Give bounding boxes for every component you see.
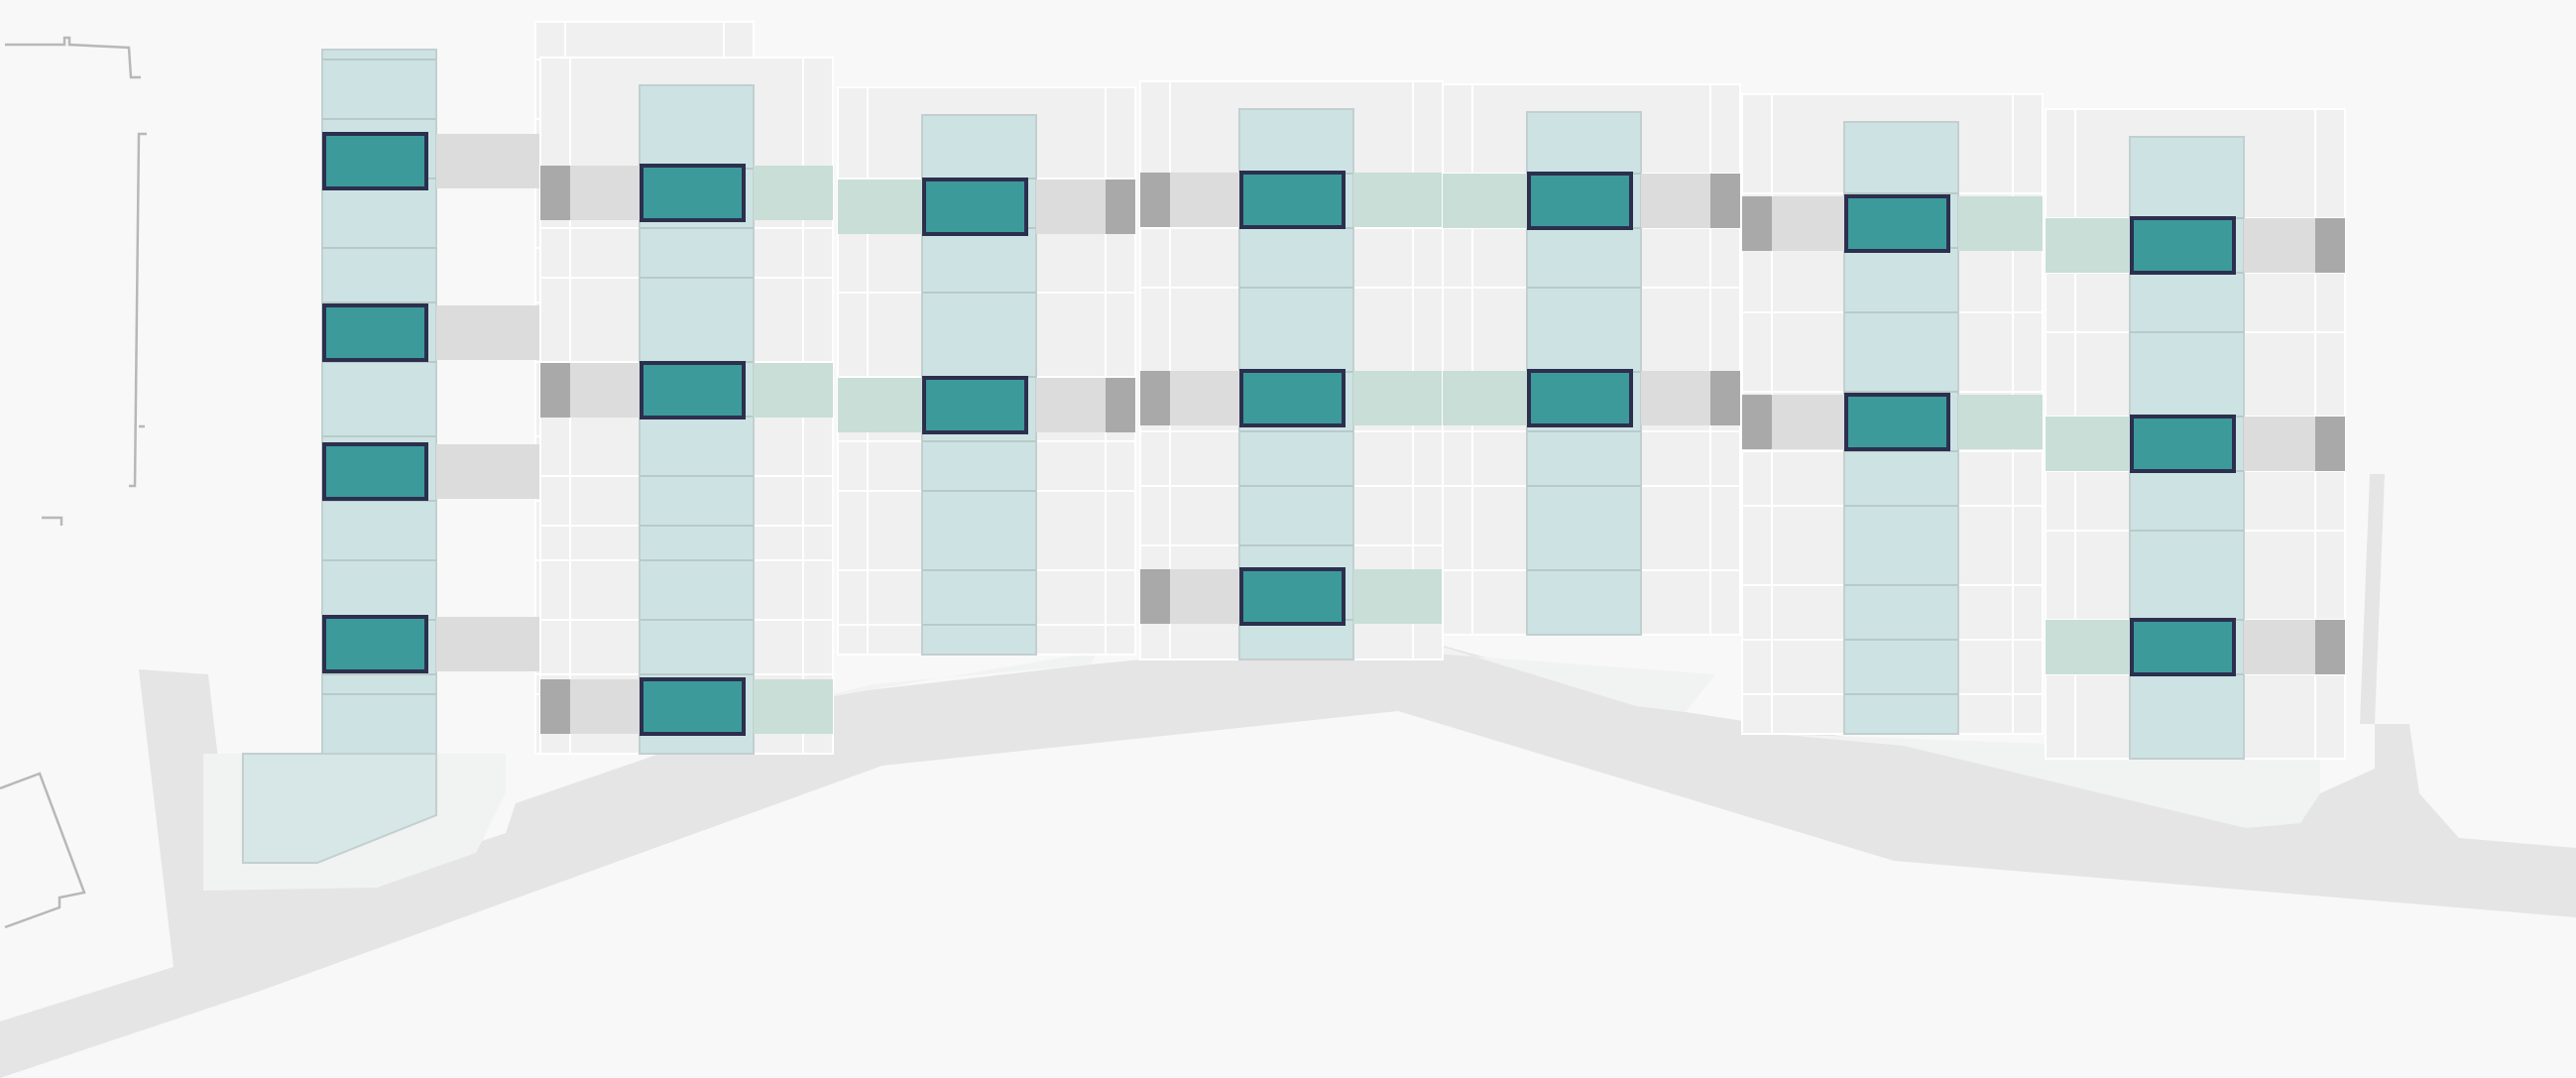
- selected-plot-4-2[interactable]: [1239, 369, 1346, 427]
- gate-marker: [2315, 620, 2345, 674]
- selected-plot-3-1[interactable]: [922, 178, 1028, 236]
- gate-marker: [1710, 371, 1740, 425]
- main-road: [0, 635, 2576, 1078]
- annex-building: [242, 753, 437, 864]
- boundary-line-top: [5, 36, 141, 79]
- plot-group: [540, 361, 833, 419]
- block-5: [1442, 83, 1741, 636]
- plot-group: [1140, 567, 1443, 626]
- block-4: [1139, 80, 1444, 660]
- selected-plot-6-1[interactable]: [1844, 194, 1950, 253]
- gate-marker: [1742, 395, 1772, 449]
- garden-area: [754, 679, 833, 734]
- selected-plot-1-1[interactable]: [322, 132, 428, 190]
- plot-group: [540, 164, 833, 222]
- plot-group: [1742, 194, 2043, 253]
- plot-group: [1443, 172, 1740, 230]
- selected-plot-5-2[interactable]: [1527, 369, 1633, 427]
- boundary-line-south: [0, 772, 86, 929]
- selected-plot-4-3[interactable]: [1239, 567, 1346, 626]
- gate-marker: [2315, 218, 2345, 273]
- gate-marker: [2315, 417, 2345, 471]
- block-6: [1741, 93, 2044, 735]
- garden-area: [1958, 196, 2043, 251]
- residential-blocks: [242, 21, 2346, 864]
- selected-plot-3-2[interactable]: [922, 376, 1028, 434]
- selected-plot-1-3[interactable]: [322, 442, 428, 501]
- selected-plot-1-4[interactable]: [322, 615, 428, 673]
- gate-marker: [1106, 378, 1135, 432]
- west-boundary-lines: [0, 36, 147, 929]
- garden-area: [838, 378, 922, 432]
- block-2: [539, 57, 834, 755]
- garden-area: [838, 180, 922, 234]
- plot-group: [1140, 369, 1443, 427]
- plot-group: [2046, 415, 2345, 473]
- selected-plot-2-1[interactable]: [640, 164, 746, 222]
- garden-area: [1353, 371, 1443, 425]
- plot-group: [838, 376, 1135, 434]
- gate-marker: [540, 679, 570, 734]
- gate-marker: [1140, 569, 1170, 624]
- side-road-east: [2360, 474, 2385, 724]
- selected-plot-5-1[interactable]: [1527, 172, 1633, 230]
- selected-plot-2-2[interactable]: [640, 361, 746, 419]
- gate-marker: [1106, 180, 1135, 234]
- gate-marker: [1710, 174, 1740, 228]
- gate-marker: [540, 363, 570, 418]
- garden-area: [754, 166, 833, 220]
- plot-group: [838, 178, 1135, 236]
- gate-marker: [540, 166, 570, 220]
- block-7: [2045, 108, 2346, 760]
- plot-group: [1742, 393, 2043, 451]
- plot-group: [2046, 216, 2345, 275]
- garden-area: [1353, 569, 1443, 624]
- gate-marker: [1140, 371, 1170, 425]
- selected-plot-7-2[interactable]: [2130, 415, 2236, 473]
- selected-plot-7-3[interactable]: [2130, 618, 2236, 676]
- selected-plot-1-2[interactable]: [322, 303, 428, 362]
- boundary-line-west: [129, 132, 147, 488]
- selected-plot-7-1[interactable]: [2130, 216, 2236, 275]
- garden-area: [2046, 620, 2130, 674]
- garden-area: [2046, 218, 2130, 273]
- block-3: [837, 86, 1136, 656]
- plot-group: [1443, 369, 1740, 427]
- selected-plot-2-3[interactable]: [640, 677, 746, 736]
- garden-area: [1443, 371, 1527, 425]
- plot-group: [540, 677, 833, 736]
- selected-plot-6-2[interactable]: [1844, 393, 1950, 451]
- plot-group: [2046, 618, 2345, 676]
- gate-marker: [1140, 173, 1170, 227]
- plot-group: [1140, 171, 1443, 229]
- gate-marker: [1742, 196, 1772, 251]
- garden-area: [1958, 395, 2043, 449]
- garden-area: [1353, 173, 1443, 227]
- garden-area: [1443, 174, 1527, 228]
- boundary-line-small: [42, 516, 63, 526]
- road-network: [0, 474, 2576, 1078]
- garden-area: [754, 363, 833, 418]
- garden-area: [2046, 417, 2130, 471]
- selected-plot-4-1[interactable]: [1239, 171, 1346, 229]
